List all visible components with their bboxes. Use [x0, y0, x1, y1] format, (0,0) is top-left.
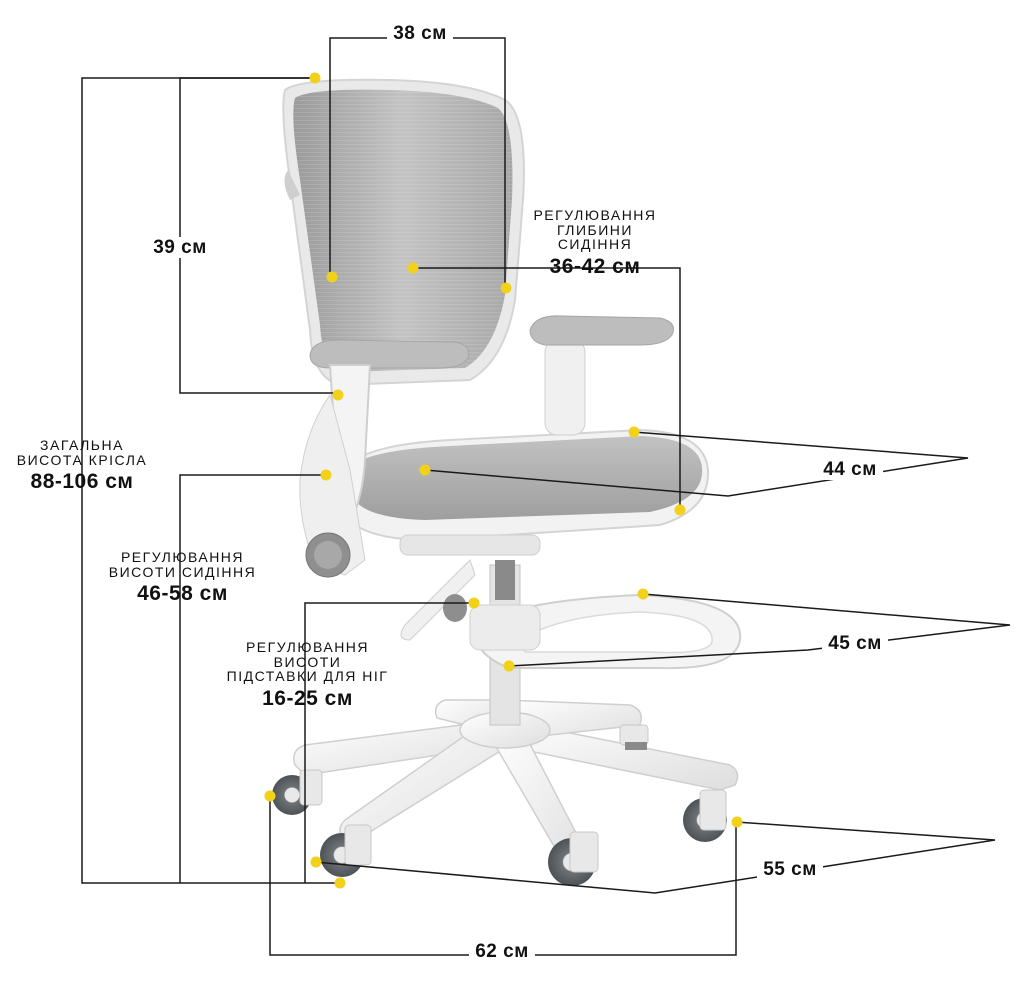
label-seat-depth: РЕГУЛЮВАННЯ ГЛИБИНИ СИДІННЯ 36-42 см	[533, 207, 657, 279]
label-base-depth: 55 см	[740, 859, 840, 880]
marker-caster-left	[264, 790, 276, 802]
dimension-lines	[81, 37, 1011, 956]
armrest-right	[529, 315, 674, 436]
seat-depth-line	[413, 267, 681, 510]
seat	[338, 428, 710, 556]
dimension-markers	[264, 72, 743, 889]
marker-backrest-center	[407, 262, 419, 274]
marker-footrest-knob	[468, 597, 480, 609]
marker-footrest-near	[503, 660, 515, 672]
seat-height-line	[179, 474, 326, 883]
casters	[272, 724, 727, 886]
label-backrest-height: 39 см	[130, 237, 230, 258]
backrest	[282, 78, 525, 387]
marker-floor	[334, 877, 346, 889]
marker-caster-front	[310, 856, 322, 868]
label-backrest-width: 38 см	[370, 23, 470, 44]
label-base-width: 62 см	[452, 941, 552, 962]
marker-backrest-top	[309, 72, 321, 84]
chair-illustration	[272, 78, 742, 886]
marker-backrest-right	[500, 282, 512, 294]
marker-seat-height	[320, 469, 332, 481]
label-total-height: ЗАГАЛЬНА ВИСОТА КРІСЛА 88-106 см	[16, 437, 148, 494]
seat-lever	[400, 559, 476, 641]
marker-footrest-far	[637, 588, 649, 600]
footrest-ring	[469, 593, 742, 670]
marker-backrest-left	[326, 271, 338, 283]
base-depth-line	[314, 821, 996, 894]
label-seat-width: 44 см	[800, 459, 900, 480]
marker-caster-right	[731, 816, 743, 828]
footrest-height-line	[304, 602, 474, 883]
total-height-line	[81, 77, 340, 884]
label-footrest-height: РЕГУЛЮВАННЯ ВИСОТИ ПІДСТАВКИ ДЛЯ НІГ 16-…	[226, 639, 389, 711]
marker-seat-front	[674, 504, 686, 516]
label-seat-height: РЕГУЛЮВАННЯ ВИСОТИ СИДІННЯ 46-58 см	[108, 549, 257, 606]
marker-seat-right-back	[628, 426, 640, 438]
footrest-width-line	[508, 593, 1011, 667]
marker-backrest-bottom	[332, 389, 344, 401]
marker-seat-left	[419, 464, 431, 476]
label-footrest-width: 45 см	[805, 633, 905, 654]
armrest-left	[299, 339, 470, 578]
